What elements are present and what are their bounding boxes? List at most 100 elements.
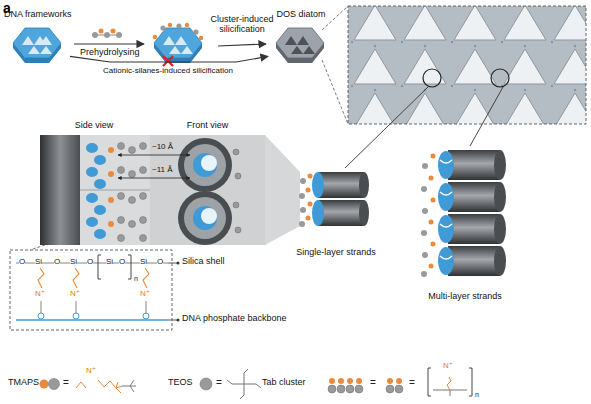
side-view-panel bbox=[94, 155, 106, 165]
side-view-panel bbox=[108, 171, 114, 177]
side-view-panel bbox=[140, 217, 147, 224]
legend-item: TEOS bbox=[168, 378, 193, 388]
dna-framework-hexagon bbox=[13, 28, 61, 58]
single-layer-strands-drawing bbox=[308, 174, 313, 179]
node-title: Single-layer strands bbox=[288, 248, 384, 258]
annotation-label: Cluster-induced silicification bbox=[206, 15, 278, 35]
prehydrolysed-hexagon bbox=[168, 23, 172, 27]
side-view-panel bbox=[86, 193, 98, 203]
single-layer-strands-drawing bbox=[299, 193, 305, 199]
side-view-panel bbox=[108, 147, 114, 227]
annotation-label: = bbox=[216, 377, 222, 388]
view-panel: Front view bbox=[150, 121, 265, 247]
side-view-panel bbox=[108, 197, 114, 203]
side-view-panel bbox=[118, 143, 125, 150]
annotation-label: N⁺ bbox=[70, 290, 80, 299]
node-title: DOS diatom bbox=[268, 10, 334, 20]
tmaps-sample bbox=[49, 379, 60, 390]
legend-text: TMAPS bbox=[8, 378, 39, 388]
side-view-panel bbox=[40, 135, 150, 245]
tab-cluster-sample bbox=[337, 385, 345, 393]
tmaps-sample bbox=[40, 379, 137, 394]
strand-node: Multi-layer strands bbox=[405, 140, 525, 302]
panel-letter: a bbox=[3, 1, 11, 16]
prehydrolysed-hexagon bbox=[154, 28, 202, 58]
annotation-label: = bbox=[409, 377, 415, 388]
zoom-lines bbox=[322, 6, 348, 124]
side-view-panel bbox=[140, 143, 147, 150]
annotation-label: = bbox=[370, 377, 376, 388]
annotation-label: O bbox=[87, 258, 93, 267]
chemistry-inset bbox=[16, 319, 168, 321]
chemistry-inset bbox=[30, 245, 45, 250]
dos-diatom-hexagon bbox=[303, 46, 315, 54]
zoom-lines bbox=[322, 6, 348, 30]
dos-diatom-hexagon bbox=[276, 28, 324, 58]
front-view-panel bbox=[233, 149, 241, 233]
annotation-label: Si bbox=[140, 258, 147, 267]
chemistry-inset bbox=[177, 262, 180, 265]
tab-cluster-sample bbox=[428, 368, 472, 396]
multi-layer-strands-drawing bbox=[440, 160, 452, 163]
side-view-panel bbox=[94, 229, 106, 239]
annotation-label: ~10 Å bbox=[152, 143, 173, 152]
tab-cluster-sample bbox=[356, 378, 362, 384]
single-layer-strands-drawing bbox=[299, 178, 306, 227]
prehydrolysed-hexagon bbox=[181, 46, 193, 54]
chemistry-inset bbox=[146, 301, 147, 313]
annotation-label: O bbox=[119, 258, 125, 267]
annotation-label: DNA phosphate backbone bbox=[182, 314, 287, 324]
dna-framework-hexagon bbox=[40, 46, 52, 54]
side-view-panel bbox=[129, 171, 136, 178]
front-view-panel bbox=[235, 173, 241, 179]
tmaps-sample bbox=[76, 380, 122, 393]
single-layer-strands-drawing bbox=[308, 202, 313, 207]
side-view-panel bbox=[118, 235, 125, 242]
single-layer-strands-drawing bbox=[306, 174, 313, 221]
view-panel: Side view bbox=[38, 121, 150, 247]
annotation-label: Si bbox=[35, 258, 42, 267]
prehydrolysed-hexagon bbox=[199, 36, 203, 40]
tab-cluster-sample bbox=[355, 385, 363, 393]
dos-diatom-hexagon bbox=[276, 28, 324, 63]
front-view-panel bbox=[233, 202, 239, 208]
multi-layer-strands-drawing bbox=[421, 230, 427, 236]
multi-layer-strands-drawing bbox=[422, 163, 428, 169]
chemistry-inset bbox=[73, 268, 79, 288]
prehydrolysed-hexagon bbox=[160, 25, 165, 30]
side-view-panel bbox=[140, 193, 147, 200]
multi-layer-strands-drawing bbox=[440, 192, 452, 195]
legend-text: TEOS bbox=[168, 378, 193, 388]
multi-layer-strands-drawing bbox=[422, 208, 428, 214]
zoom-frame bbox=[348, 6, 586, 124]
multi-layer-strands-drawing bbox=[448, 246, 500, 276]
single-layer-strands-drawing bbox=[306, 188, 311, 193]
chemistry-inset bbox=[38, 313, 149, 319]
diatom-node: DOS diatom bbox=[268, 10, 334, 68]
tab-cluster-sample bbox=[395, 385, 403, 393]
annotation-label: Silica shell bbox=[182, 257, 225, 267]
process-arrow bbox=[218, 44, 266, 46]
multi-layer-strands-drawing bbox=[438, 151, 454, 275]
side-view-panel bbox=[118, 167, 125, 174]
multi-layer-strands-drawing bbox=[440, 224, 452, 227]
front-view-panel bbox=[150, 135, 265, 245]
node-title: Side view bbox=[38, 121, 150, 131]
annotation-label: N⁺ bbox=[35, 290, 45, 299]
side-view-panel bbox=[118, 217, 125, 224]
tab-cluster-sample bbox=[328, 385, 403, 393]
chemistry-inset bbox=[177, 319, 180, 322]
chemistry-inset bbox=[73, 313, 79, 319]
front-view-panel bbox=[235, 227, 241, 233]
tab-cluster-sample bbox=[447, 377, 451, 390]
multi-layer-strands-drawing bbox=[431, 154, 436, 159]
single-layer-strands-drawing bbox=[359, 200, 369, 226]
dos-diatom-hexagon bbox=[291, 46, 303, 54]
multi-layer-strands-drawing bbox=[438, 151, 454, 179]
prehydrolysed-hexagon bbox=[153, 35, 157, 39]
multi-layer-strands-drawing bbox=[438, 183, 454, 211]
multi-layer-strands-drawing bbox=[448, 214, 500, 244]
dimension-lines bbox=[118, 155, 190, 156]
annotation-label: Si bbox=[70, 258, 77, 267]
dos-diatom-hexagon bbox=[285, 36, 297, 45]
